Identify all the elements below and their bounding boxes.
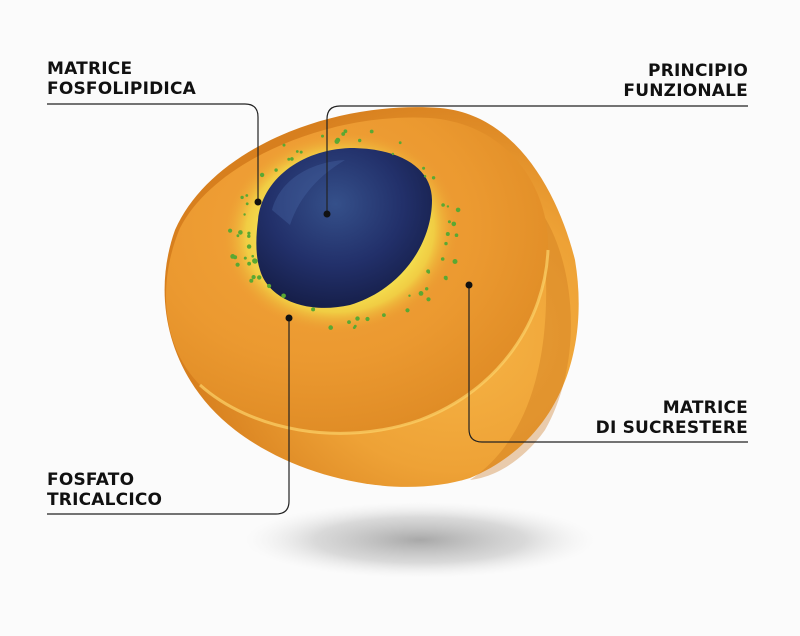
drop-shadow: [245, 502, 595, 578]
particle: [259, 172, 265, 178]
particle: [335, 137, 341, 143]
particle: [247, 234, 251, 238]
particle: [267, 283, 272, 289]
tricalcium-phosphate-particles: [228, 129, 461, 330]
particle: [247, 231, 251, 235]
particle: [341, 132, 346, 136]
pointer-dot-matrice-sucrestere: [465, 281, 473, 289]
active-core: [256, 148, 432, 308]
particle: [369, 129, 374, 134]
particle: [425, 287, 429, 291]
particle: [257, 275, 262, 280]
particle: [431, 176, 436, 180]
particle: [282, 143, 286, 147]
particle: [228, 228, 233, 233]
particle: [355, 316, 360, 321]
particle: [321, 134, 324, 138]
label-line: PRINCIPIO: [648, 61, 748, 81]
leader-line-matrice-fosfolipidica: [47, 103, 259, 200]
particle: [274, 168, 278, 172]
particle: [243, 213, 246, 216]
particle: [311, 307, 316, 312]
particle: [427, 270, 431, 274]
label-line: FOSFATO: [47, 470, 135, 490]
pointer-dot-principio-funzionale: [323, 210, 331, 218]
particle: [249, 278, 254, 283]
particle: [245, 202, 249, 206]
particle: [446, 205, 450, 208]
particle: [423, 175, 427, 178]
particle: [287, 157, 291, 161]
particle: [422, 166, 426, 170]
particle: [251, 275, 256, 280]
leader-line-principio-funzionale: [326, 105, 748, 213]
particle: [238, 230, 243, 235]
particle: [295, 150, 299, 153]
particle: [447, 220, 451, 224]
label-matrice-fosfolipidica: MATRICE FOSFOLIPIDICA: [47, 59, 196, 99]
particle: [418, 291, 424, 296]
particle: [382, 313, 386, 317]
particle: [391, 152, 395, 156]
particle: [398, 141, 402, 145]
label-principio-funzionale: PRINCIPIO FUNZIONALE: [623, 61, 748, 101]
leader-line-fosfato-tricalcico: [47, 318, 290, 515]
label-matrice-sucrestere: MATRICE DI SUCRESTERE: [596, 398, 748, 438]
label-line: MATRICE: [662, 398, 748, 418]
particle: [452, 222, 456, 226]
core-highlight: [272, 160, 345, 225]
label-fosfato-tricalcico: FOSFATO TRICALCICO: [47, 470, 162, 510]
face-rim-highlight: [198, 249, 550, 435]
leader-line-matrice-sucrestere: [468, 286, 748, 443]
particle: [245, 194, 249, 197]
particle: [236, 234, 240, 238]
particle: [444, 241, 448, 246]
particle: [281, 293, 286, 299]
particle: [358, 138, 362, 143]
pointer-dot-matrice-fosfolipidica: [254, 198, 262, 206]
particle: [299, 150, 303, 154]
particle: [347, 320, 351, 324]
particle: [426, 297, 431, 302]
particle: [405, 308, 410, 313]
particle: [454, 233, 459, 237]
label-line: TRICALCICO: [47, 490, 163, 510]
label-line: FOSFOLIPIDICA: [47, 79, 196, 99]
particle: [235, 262, 240, 267]
particle: [290, 157, 294, 161]
particle: [251, 254, 254, 258]
label-line: MATRICE: [47, 59, 133, 79]
particle: [441, 203, 445, 207]
particle: [452, 259, 458, 264]
particle: [408, 294, 411, 297]
particle: [343, 129, 348, 134]
label-line: DI SUCRESTERE: [595, 418, 748, 438]
particle: [444, 277, 448, 281]
particle: [365, 316, 370, 322]
particle: [440, 257, 445, 261]
particle: [455, 207, 461, 213]
particle: [252, 258, 258, 264]
particle: [328, 325, 334, 330]
particle: [230, 254, 236, 259]
pointer-dot-fosfato-tricalcico: [285, 314, 293, 322]
particle: [246, 244, 252, 249]
particle: [243, 256, 247, 260]
particle: [247, 261, 252, 266]
particle: [445, 232, 450, 236]
particle: [352, 326, 356, 329]
shell-shadow-band: [470, 210, 571, 480]
label-line: FUNZIONALE: [623, 81, 748, 101]
particle: [240, 195, 244, 200]
